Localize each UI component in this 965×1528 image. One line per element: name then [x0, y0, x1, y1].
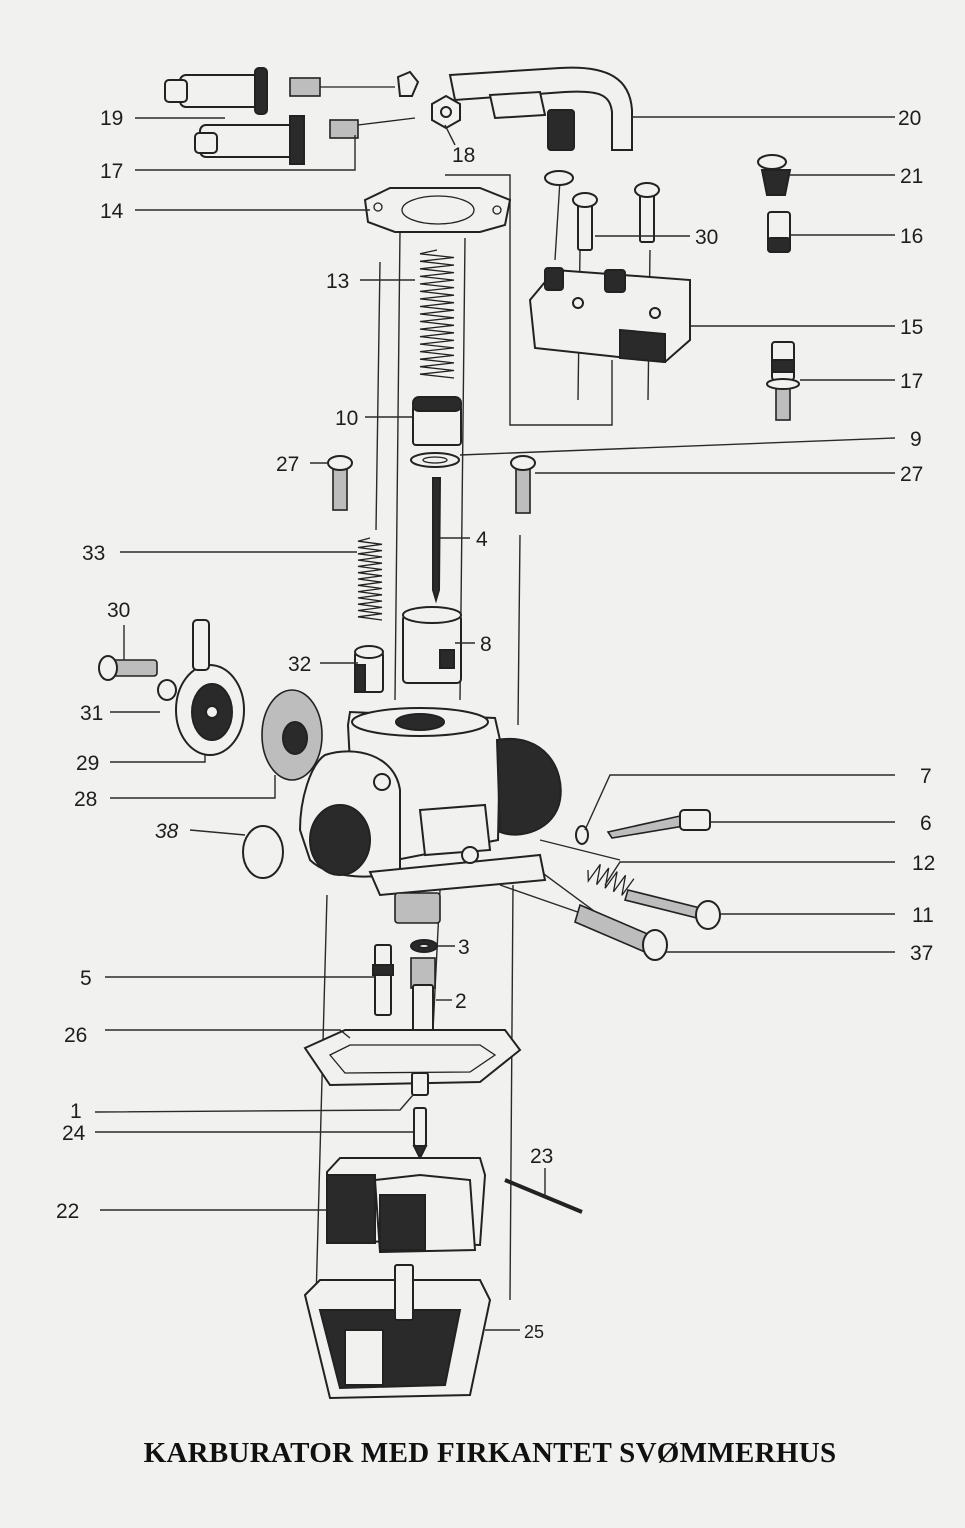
label-4: 4	[476, 528, 488, 551]
label-30-left: 30	[107, 599, 130, 622]
label-38: 38	[155, 820, 179, 843]
part-32-jet	[354, 645, 384, 693]
label-16: 16	[900, 225, 923, 248]
label-27-right: 27	[900, 463, 923, 486]
part-29-choke-cover	[175, 619, 245, 756]
label-21: 21	[900, 165, 923, 188]
part-7-washer	[575, 825, 589, 845]
label-23: 23	[530, 1145, 553, 1168]
label-13: 13	[326, 270, 349, 293]
label-12: 12	[912, 852, 935, 875]
part-6-screw	[606, 809, 711, 839]
label-30-top: 30	[695, 226, 718, 249]
label-18: 18	[452, 144, 475, 167]
carburetor-body	[298, 707, 562, 924]
leader-lines	[94, 116, 896, 1331]
label-8: 8	[480, 633, 492, 656]
label-17-top: 17	[100, 160, 123, 183]
part-27-bolts	[327, 455, 536, 514]
part-31-washer	[157, 679, 177, 701]
part-37-screw	[574, 903, 668, 961]
part-21-cap	[757, 154, 792, 196]
label-19: 19	[100, 107, 123, 130]
label-2: 2	[455, 990, 467, 1013]
part-20-fuel-elbow	[448, 66, 633, 186]
label-33: 33	[82, 542, 105, 565]
part-24-float-needle	[412, 1107, 428, 1161]
part-14-gasket	[363, 187, 512, 233]
label-3: 3	[458, 936, 470, 959]
label-14: 14	[100, 200, 124, 223]
label-22: 22	[56, 1200, 79, 1223]
part-3-washer	[410, 939, 438, 953]
part-17-cable-adjuster	[194, 115, 416, 165]
part-23-float-pin	[504, 1178, 583, 1214]
label-6: 6	[920, 812, 932, 835]
part-16-sleeve	[767, 211, 791, 253]
callout-labels: 19 17 18 20 21 14 30 16 13 15 17 10 9 27…	[56, 107, 935, 1342]
part-8-slide	[402, 606, 462, 684]
part-5-jet	[372, 944, 394, 1016]
part-25-float-bowl	[303, 1264, 492, 1400]
part-11-screw	[623, 889, 721, 930]
part-4-needle	[432, 477, 442, 604]
label-5: 5	[80, 967, 92, 990]
diagram-title: KARBURATOR MED FIRKANTET SVØMMERHUS	[144, 1437, 837, 1469]
part-10-cup	[412, 396, 462, 446]
label-17-right: 17	[900, 370, 923, 393]
label-26: 26	[64, 1024, 87, 1047]
label-27-left: 27	[276, 453, 299, 476]
part-26-gasket	[303, 1029, 522, 1087]
label-28: 28	[74, 788, 97, 811]
label-29: 29	[76, 752, 99, 775]
part-13-spring	[419, 249, 455, 379]
label-24: 24	[62, 1122, 86, 1145]
part-28-diaphragm	[261, 689, 323, 781]
label-7: 7	[920, 765, 932, 788]
label-10: 10	[335, 407, 358, 430]
label-1: 1	[70, 1100, 82, 1123]
label-25: 25	[524, 1322, 544, 1342]
part-15-cover-housing	[528, 267, 691, 364]
part-1-valve-seat	[411, 1072, 429, 1096]
part-17-adjuster-screw	[766, 341, 800, 421]
part-30-screws	[572, 182, 660, 251]
label-15: 15	[900, 316, 923, 339]
part-30-side-screw	[98, 655, 158, 681]
part-33-spring	[357, 537, 383, 621]
label-32: 32	[288, 653, 311, 676]
label-37: 37	[910, 942, 933, 965]
part-38-o-ring	[242, 825, 284, 879]
label-9: 9	[910, 428, 922, 451]
label-11: 11	[912, 904, 934, 927]
part-9-washer	[410, 452, 460, 468]
label-31: 31	[80, 702, 103, 725]
part-22-float	[325, 1157, 487, 1254]
label-20: 20	[898, 107, 921, 130]
part-19-cable-adjuster	[164, 67, 420, 115]
part-12-spring	[587, 864, 635, 896]
part-18-nut	[431, 94, 461, 130]
